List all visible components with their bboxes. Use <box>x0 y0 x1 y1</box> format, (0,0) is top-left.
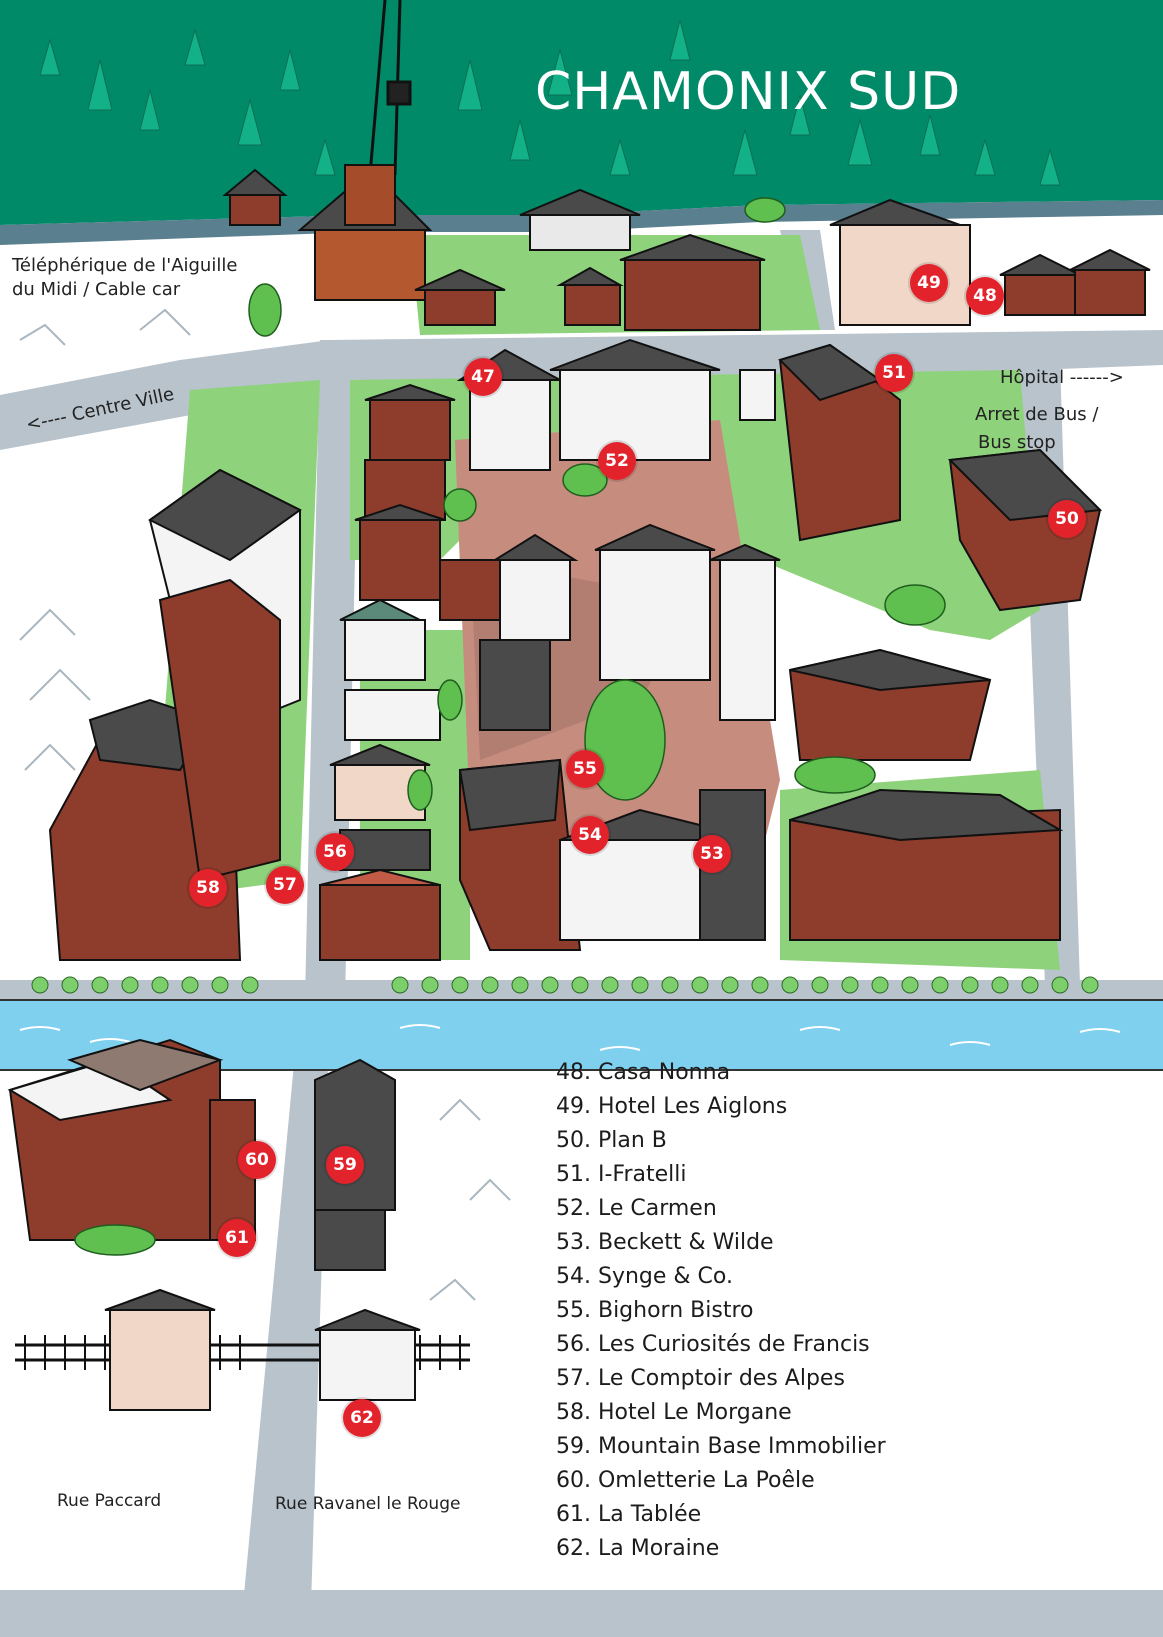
legend-item: 57. Le Comptoir des Alpes <box>556 1366 845 1391</box>
legend-item: 60. Omletterie La Poêle <box>556 1468 815 1493</box>
map-marker-60[interactable]: 60 <box>238 1141 276 1179</box>
map-marker-47[interactable]: 47 <box>464 358 502 396</box>
legend-item: 49. Hotel Les Aiglons <box>556 1094 788 1119</box>
map-marker-61[interactable]: 61 <box>218 1219 256 1257</box>
map-marker-53[interactable]: 53 <box>693 835 731 873</box>
bus-stop-label-line2: Bus stop <box>978 432 1056 453</box>
map-marker-48[interactable]: 48 <box>966 277 1004 315</box>
map-marker-54[interactable]: 54 <box>571 816 609 854</box>
legend-item: 53. Beckett & Wilde <box>556 1230 774 1255</box>
legend-item: 50. Plan B <box>556 1128 667 1153</box>
legend-item: 58. Hotel Le Morgane <box>556 1400 792 1425</box>
rue-paccard-label: Rue Paccard <box>57 1491 162 1511</box>
map-marker-58[interactable]: 58 <box>189 869 227 907</box>
rue-ravanel-label: Rue Ravanel le Rouge <box>275 1494 461 1514</box>
legend-item: 55. Bighorn Bistro <box>556 1298 754 1323</box>
mountain-doodles <box>19 308 511 1301</box>
map-marker-49[interactable]: 49 <box>910 264 948 302</box>
legend-item: 54. Synge & Co. <box>556 1264 733 1289</box>
trees <box>74 197 946 1256</box>
legend-list: 48. Casa Nonna 49. Hotel Les Aiglons 50.… <box>556 1056 886 1566</box>
legend-item: 51. I-Fratelli <box>556 1162 687 1187</box>
hopital-label: Hôpital ------> <box>1000 367 1124 388</box>
map-marker-55[interactable]: 55 <box>566 750 604 788</box>
map-marker-57[interactable]: 57 <box>266 866 304 904</box>
legend-item: 59. Mountain Base Immobilier <box>556 1434 886 1459</box>
legend-item: 52. Le Carmen <box>556 1196 717 1221</box>
map-marker-51[interactable]: 51 <box>875 354 913 392</box>
map-marker-50[interactable]: 50 <box>1048 500 1086 538</box>
cable-car-cables <box>368 0 412 176</box>
cable-car-label-line2: du Midi / Cable car <box>12 279 181 300</box>
map-marker-56[interactable]: 56 <box>316 833 354 871</box>
cable-car-label-line1: Téléphérique de l'Aiguille <box>12 255 238 276</box>
legend-item: 62. La Moraine <box>556 1536 720 1561</box>
buildings <box>7 164 1151 1411</box>
map-title: CHAMONIX SUD <box>535 62 962 122</box>
legend-item: 61. La Tablée <box>556 1502 702 1527</box>
legend-item: 56. Les Curiosités de Francis <box>556 1332 870 1357</box>
tree-row <box>31 976 1099 994</box>
bus-stop-label-line1: Arret de Bus / <box>975 404 1099 425</box>
map-marker-59[interactable]: 59 <box>326 1146 364 1184</box>
map-marker-52[interactable]: 52 <box>598 442 636 480</box>
map-marker-62[interactable]: 62 <box>343 1399 381 1437</box>
legend-item: 48. Casa Nonna <box>556 1060 731 1085</box>
